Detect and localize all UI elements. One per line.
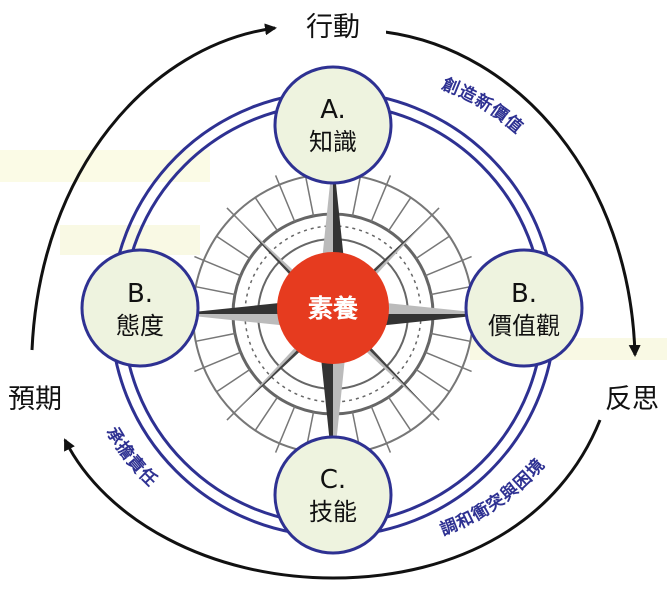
arc-label-create-value: 創造新價值 <box>438 73 528 138</box>
compass-tick <box>254 197 279 232</box>
node-values: B. 價值觀 <box>464 248 584 368</box>
node-attitude-letter: B. <box>127 279 153 309</box>
node-attitude: B. 態度 <box>80 248 200 368</box>
compass-tick <box>425 351 472 373</box>
arrow-top-to-right <box>384 30 641 357</box>
center-node: 素養 <box>277 252 389 364</box>
cycle-label-action: 行動 <box>306 12 360 43</box>
compass-tick <box>370 406 392 453</box>
cycle-label-anticipation: 預期 <box>8 384 62 415</box>
compass-tick <box>274 406 296 453</box>
compass-tick <box>274 175 296 222</box>
node-knowledge: A. 知識 <box>273 65 393 185</box>
center-label: 素養 <box>308 294 358 323</box>
compass-tick <box>415 368 450 393</box>
compass-tick <box>370 175 392 222</box>
cycle-label-reflection: 反思 <box>605 384 659 415</box>
compass-tick <box>351 176 362 217</box>
compass-tick <box>387 197 412 232</box>
compass-tick <box>216 235 251 260</box>
compass-tick <box>430 332 471 343</box>
node-values-letter: B. <box>511 279 537 309</box>
node-skills-label: 技能 <box>309 498 357 526</box>
compass-tick <box>304 176 315 217</box>
arc-label-take-responsibility: 承擔責任 <box>102 424 162 492</box>
compass-tick <box>387 396 412 431</box>
arrow-left-to-top <box>30 23 277 351</box>
node-knowledge-letter: A. <box>320 95 346 125</box>
cycle-arrows <box>30 23 641 580</box>
compass-tick <box>216 368 251 393</box>
compass-tick <box>415 235 450 260</box>
arrow-right-to-left <box>63 419 602 580</box>
compass-tick <box>194 255 241 277</box>
compass-tick <box>194 351 241 373</box>
compass-tick <box>425 255 472 277</box>
node-values-label: 價值觀 <box>488 312 560 340</box>
node-attitude-label: 態度 <box>116 312 164 340</box>
compass-tick <box>195 285 236 296</box>
compass-tick <box>195 332 236 343</box>
node-skills-letter: C. <box>320 465 346 495</box>
node-skills: C. 技能 <box>273 435 393 555</box>
compass-tick <box>254 396 279 431</box>
node-knowledge-label: 知識 <box>309 128 357 156</box>
compass-tick <box>430 285 471 296</box>
